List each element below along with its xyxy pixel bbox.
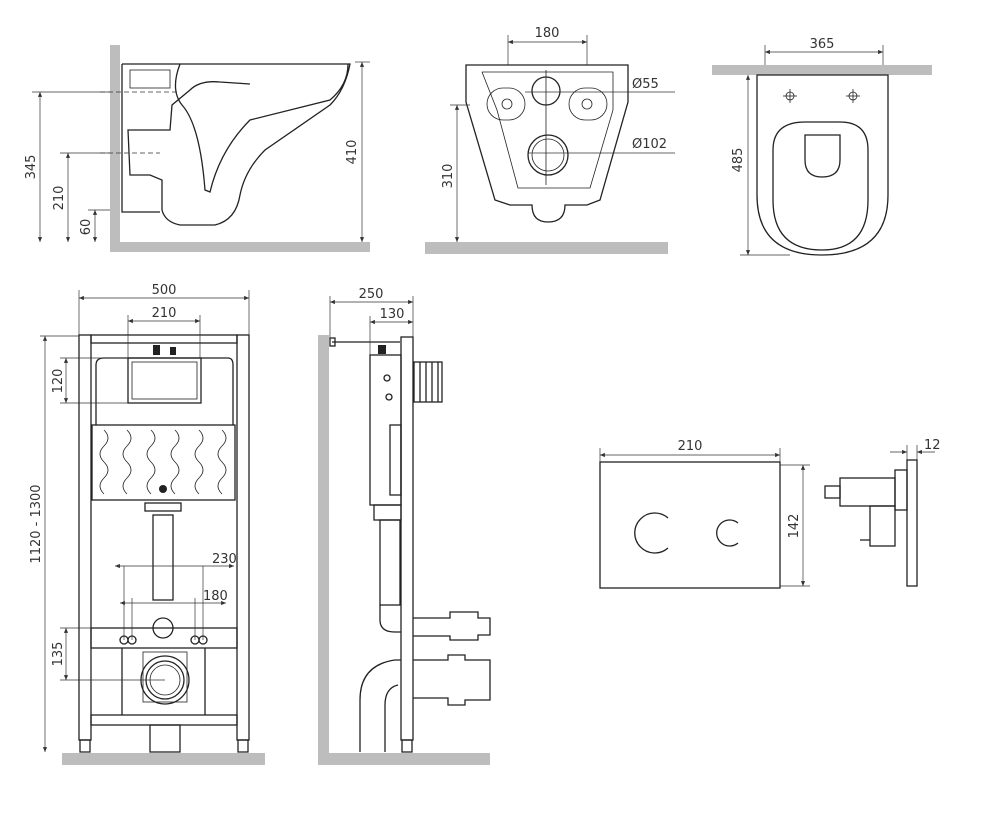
dim-210-window: 210 [152, 306, 177, 321]
inlet-connector [413, 611, 491, 641]
cistern-panel [91, 424, 236, 501]
drain-pipe [359, 659, 401, 752]
wall [318, 335, 329, 765]
frame-upright-left [78, 334, 92, 741]
dim-130: 130 [380, 307, 405, 322]
bolt-cross-left [783, 89, 797, 103]
flush-pipe-side [379, 519, 401, 606]
flush-grille [413, 361, 443, 403]
dim-365: 365 [810, 37, 835, 52]
frame-side-view: 250 130 [318, 287, 491, 765]
flush-mechanism [839, 477, 896, 507]
toilet-top-outline [756, 74, 889, 256]
dim-210-plate: 210 [678, 439, 703, 454]
dim-120: 120 [51, 369, 66, 394]
dim-500: 500 [152, 283, 177, 298]
bolt-hole-left [501, 98, 513, 110]
wall [110, 45, 120, 250]
dim-250: 250 [359, 287, 384, 302]
dim-d55: Ø55 [632, 77, 659, 92]
dim-180: 180 [535, 26, 560, 41]
dim-210: 210 [52, 186, 67, 211]
wave-pattern [99, 429, 227, 495]
dim-345: 345 [24, 155, 39, 180]
crossbar [90, 627, 238, 649]
dim-230: 230 [212, 552, 237, 567]
bolt-hole-right [581, 98, 593, 110]
bolt-cross-right [846, 89, 860, 103]
wall [712, 65, 932, 75]
dim-d102: Ø102 [632, 137, 667, 152]
dim-180-studs: 180 [203, 589, 228, 604]
bowl-opening [804, 134, 841, 178]
flush-plate-view: 210 142 12 [599, 438, 941, 589]
outlet-connector [413, 654, 491, 706]
toilet-side-view: 345 210 60 410 [24, 45, 370, 252]
frame-upright [400, 336, 414, 741]
frame-upright-right [236, 334, 250, 741]
toilet-back [121, 64, 160, 213]
dim-60: 60 [79, 219, 94, 236]
dim-135: 135 [51, 642, 66, 667]
half-flush-button [716, 519, 739, 547]
floor [62, 753, 265, 765]
dim-310: 310 [441, 164, 456, 189]
full-flush-button [634, 512, 669, 554]
floor [425, 242, 668, 254]
dim-410: 410 [345, 140, 360, 165]
flush-plate-side [906, 459, 918, 587]
dim-12: 12 [924, 438, 941, 453]
flush-pipe [152, 514, 174, 601]
dim-1120-1300: 1120 - 1300 [29, 484, 44, 563]
flush-plate [599, 461, 781, 589]
inlet-port [129, 69, 171, 89]
outlet-102 [527, 134, 569, 176]
dim-142: 142 [787, 514, 802, 539]
floor [318, 753, 490, 765]
toilet-back-view: 180 Ø55 Ø102 310 [425, 26, 675, 254]
toilet-bowl-inner [174, 63, 349, 193]
cistern-side [369, 354, 402, 506]
seat-outline [772, 121, 869, 251]
dim-485: 485 [731, 148, 746, 173]
flush-window [127, 357, 202, 404]
floor [110, 242, 370, 252]
frame-front-view: 500 210 120 1120 - 1300 230 180 135 [29, 283, 265, 765]
toilet-back-outline [465, 64, 629, 223]
toilet-bowl-outline [122, 63, 351, 226]
cistern-top [95, 357, 234, 425]
toilet-top-view: 365 485 [712, 37, 932, 256]
